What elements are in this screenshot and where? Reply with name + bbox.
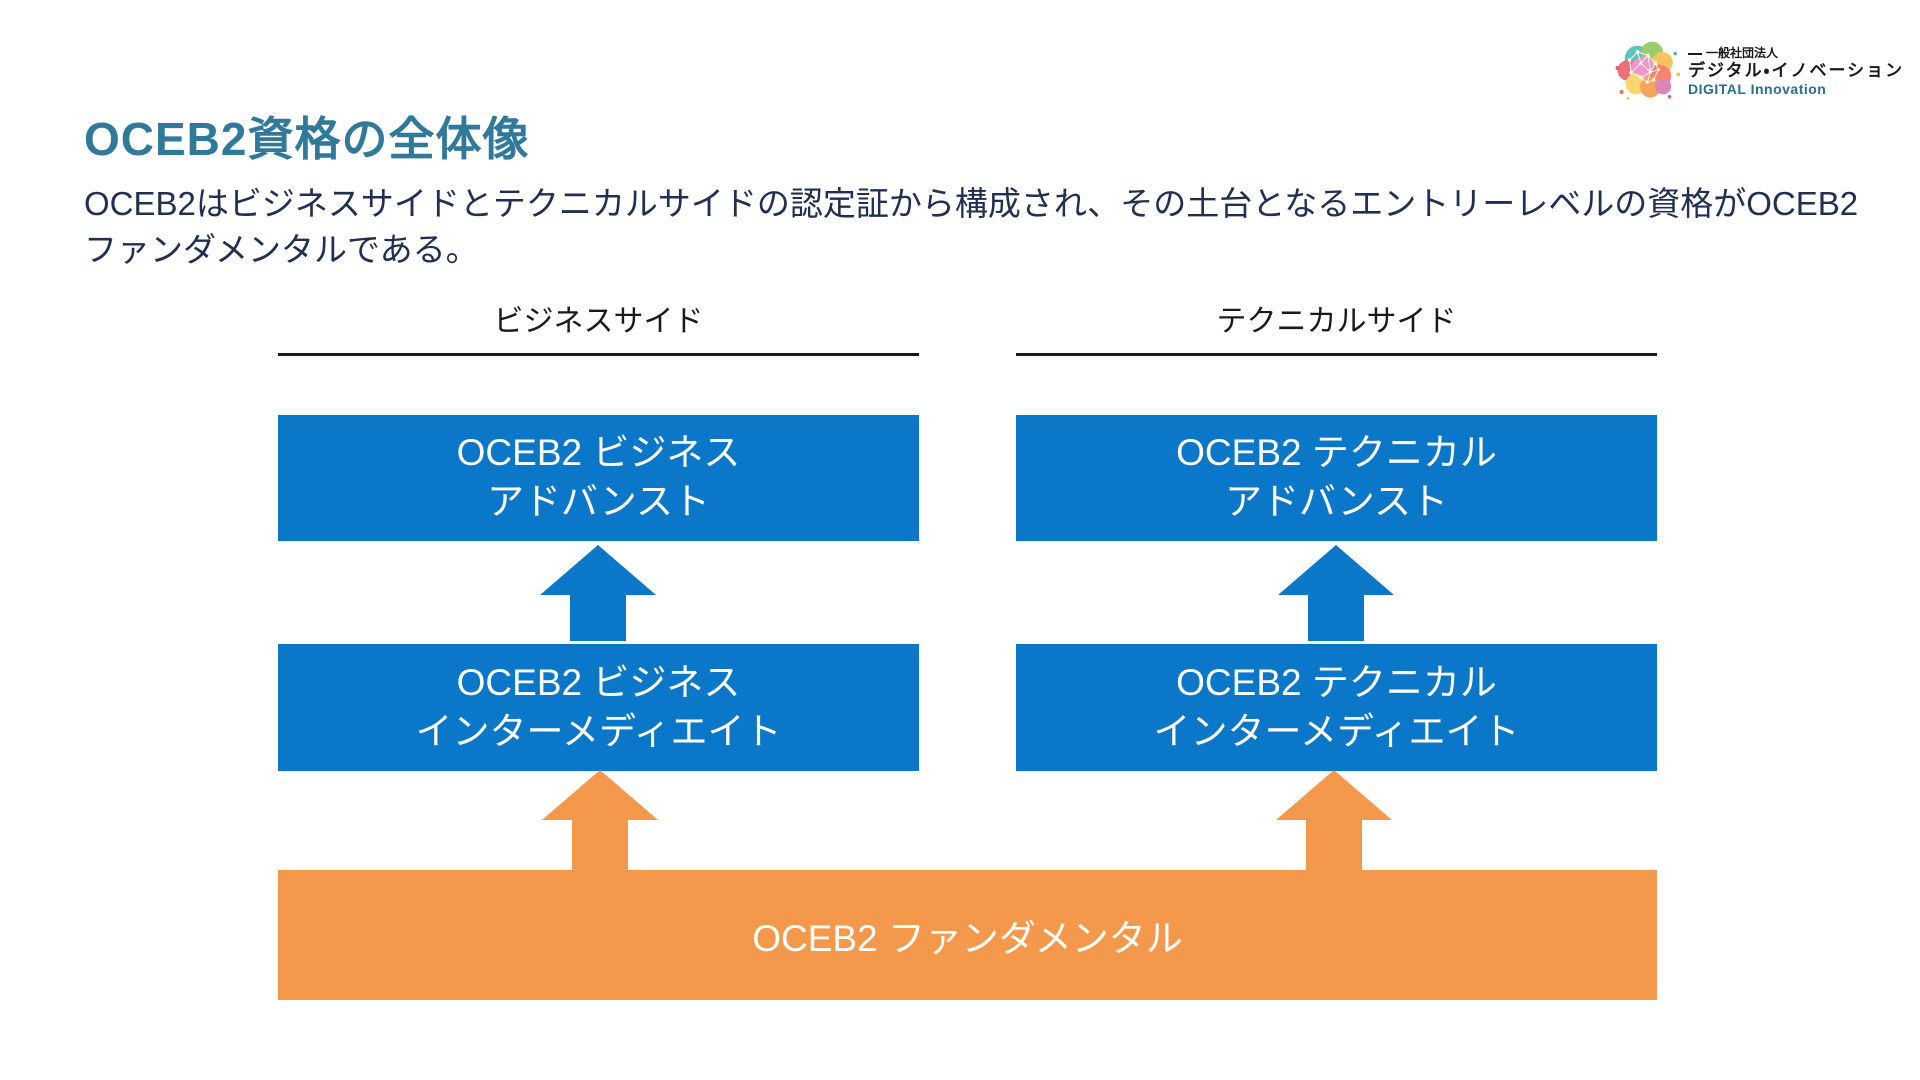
box-technical-advanced: OCEB2 テクニカル アドバンスト — [1016, 415, 1657, 541]
box-technical-advanced-line2: アドバンスト — [1224, 481, 1449, 522]
box-technical-advanced-line1: OCEB2 テクニカル — [1176, 432, 1497, 474]
arrow-up-blue-technical — [1278, 545, 1394, 641]
box-technical-intermediate-line2: インターメディエイト — [1153, 710, 1520, 752]
logo-text-block: 一般社団法人 デジタル・イノベーション DIGITAL Innovation — [1688, 46, 1905, 97]
logo-dash-mark — [1688, 53, 1702, 56]
logo-org-name-ja: デジタル・イノベーション — [1688, 61, 1905, 81]
page-description: OCEB2はビジネスサイドとテクニカルサイドの認定証から構成され、その土台となる… — [84, 185, 1859, 268]
logo-org-name-en: DIGITAL Innovation — [1688, 80, 1827, 97]
box-business-intermediate: OCEB2 ビジネス インターメディエイト — [278, 644, 919, 771]
brain-network-icon — [1615, 41, 1681, 100]
digital-innovation-logo: 一般社団法人 デジタル・イノベーション DIGITAL Innovation — [1612, 36, 1912, 108]
box-fundamental-label: OCEB2 ファンダメンタル — [752, 918, 1183, 959]
box-business-advanced-line2: アドバンスト — [486, 481, 711, 522]
arrow-up-blue-business — [540, 545, 656, 641]
box-fundamental: OCEB2 ファンダメンタル — [278, 870, 1657, 1000]
box-business-advanced-line1: OCEB2 ビジネス — [456, 432, 741, 474]
logo-org-type: 一般社団法人 — [1706, 46, 1779, 61]
arrow-up-orange-business — [542, 770, 658, 870]
box-technical-intermediate-line1: OCEB2 テクニカル — [1176, 661, 1497, 703]
arrow-up-orange-technical — [1276, 770, 1392, 870]
column-header-business: ビジネスサイド — [278, 296, 919, 356]
box-business-intermediate-line1: OCEB2 ビジネス — [456, 661, 741, 703]
column-header-technical: テクニカルサイド — [1016, 296, 1657, 356]
page-title: OCEB2資格の全体像 — [84, 112, 530, 165]
box-technical-intermediate: OCEB2 テクニカル インターメディエイト — [1016, 644, 1657, 771]
box-business-advanced: OCEB2 ビジネス アドバンスト — [278, 415, 919, 541]
box-business-intermediate-line2: インターメディエイト — [415, 710, 782, 752]
